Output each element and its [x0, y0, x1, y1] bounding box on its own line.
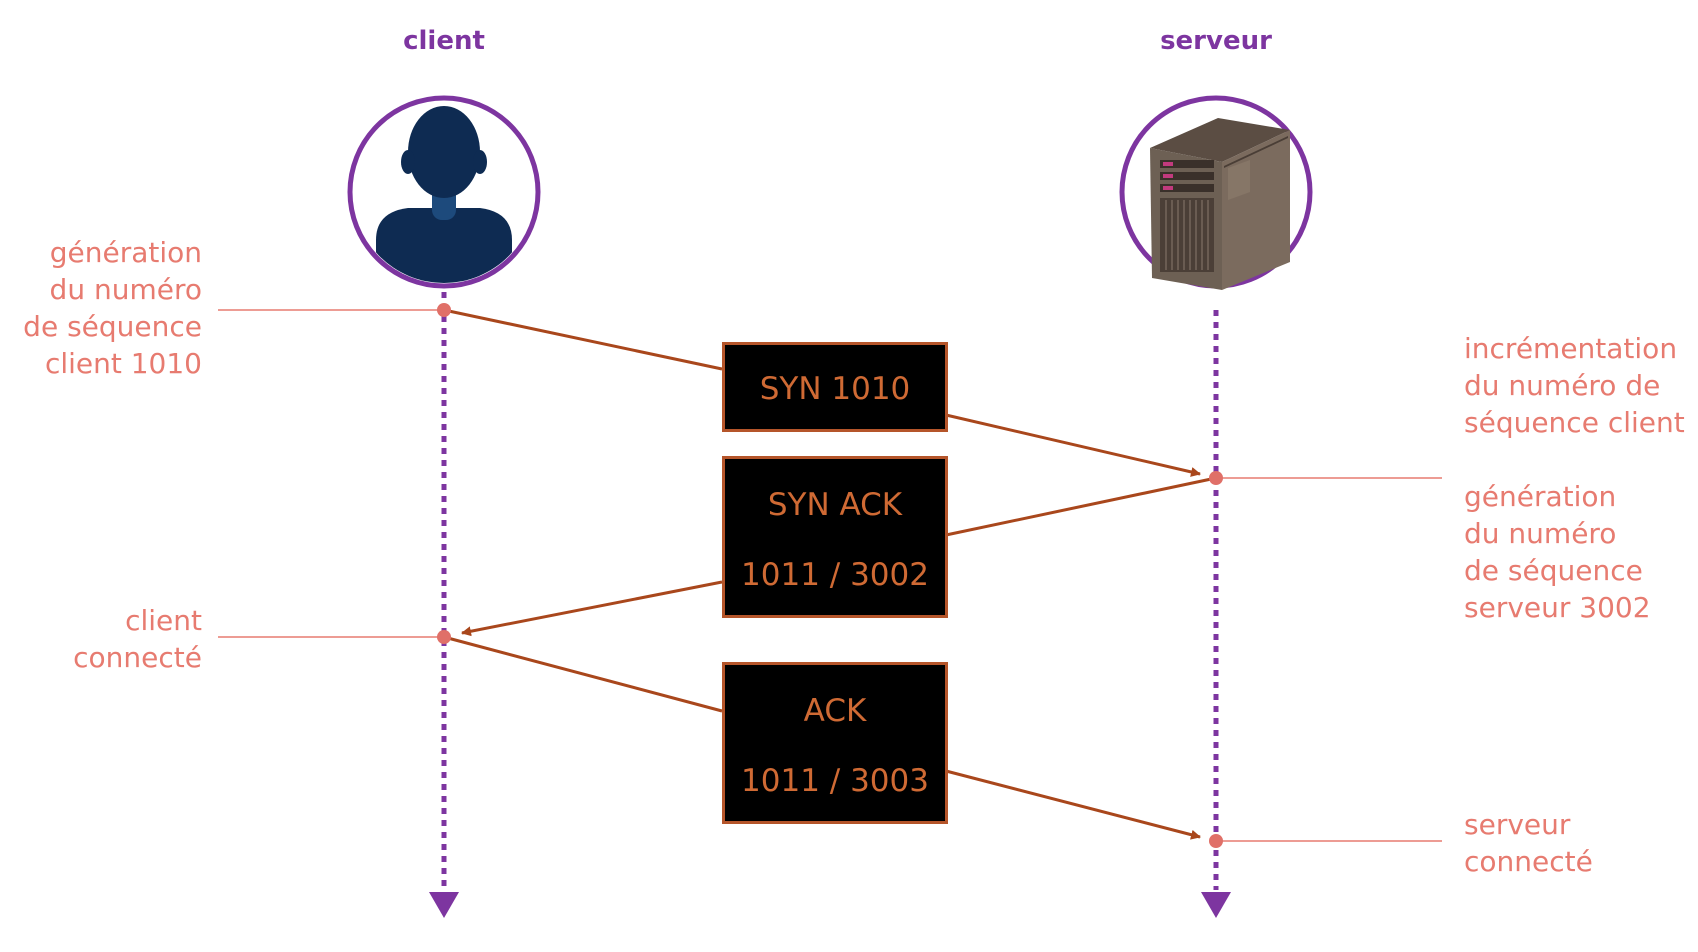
note-line: du numéro de: [1464, 369, 1661, 402]
note-line: du numéro: [49, 273, 202, 306]
note-server-seq: génération du numéro de séquence serveur…: [1464, 478, 1651, 626]
note-line: séquence client: [1464, 406, 1685, 439]
event-dot-server-syn: [1209, 471, 1223, 485]
note-server-connected: serveur connecté: [1464, 806, 1593, 880]
note-line: serveur: [1464, 808, 1571, 841]
event-dot-client-seq: [437, 303, 451, 317]
syn-label: SYN 1010: [759, 371, 911, 407]
client-title: client: [403, 26, 485, 56]
note-line: connecté: [1464, 845, 1593, 878]
arrow-ack-in: [945, 769, 1201, 840]
syn-ack-numbers: 1011 / 3002: [741, 557, 929, 593]
note-client-connected: client connecté: [73, 602, 202, 676]
client-lifeline-arrow: [429, 892, 459, 918]
event-dot-server-connected: [1209, 834, 1223, 848]
syn-message-box: SYN 1010: [722, 342, 948, 432]
ack-message-box: ACK 1011 / 3003: [722, 662, 948, 824]
arrow-syn-out: [443, 308, 723, 371]
arrow-syn-in: [945, 413, 1201, 477]
note-line: du numéro: [1464, 517, 1617, 550]
note-line: de séquence: [1464, 554, 1643, 587]
ack-numbers: 1011 / 3003: [741, 763, 929, 799]
note-line: génération: [49, 236, 202, 269]
note-client-seq: génération du numéro de séquence client …: [23, 234, 202, 382]
note-server-increment: incrémentation du numéro de séquence cli…: [1464, 330, 1685, 441]
arrow-synack-out: [945, 476, 1217, 537]
arrow-synack-in: [461, 580, 723, 637]
note-line: connecté: [73, 641, 202, 674]
note-line: de séquence: [23, 310, 202, 343]
syn-ack-message-box: SYN ACK 1011 / 3002: [722, 456, 948, 618]
note-line: serveur 3002: [1464, 591, 1651, 624]
note-line: client 1010: [44, 347, 202, 380]
note-line: incrémentation: [1464, 332, 1678, 365]
event-dot-client-connected: [437, 630, 451, 644]
person-icon: [347, 95, 541, 289]
server-icon: [1119, 95, 1313, 290]
ack-label: ACK: [803, 693, 867, 729]
arrow-ack-out: [443, 635, 723, 713]
note-line: génération: [1464, 480, 1617, 513]
server-title: serveur: [1160, 26, 1272, 56]
note-line: client: [125, 604, 202, 637]
syn-ack-label: SYN ACK: [767, 487, 903, 523]
server-lifeline-arrow: [1201, 892, 1231, 918]
